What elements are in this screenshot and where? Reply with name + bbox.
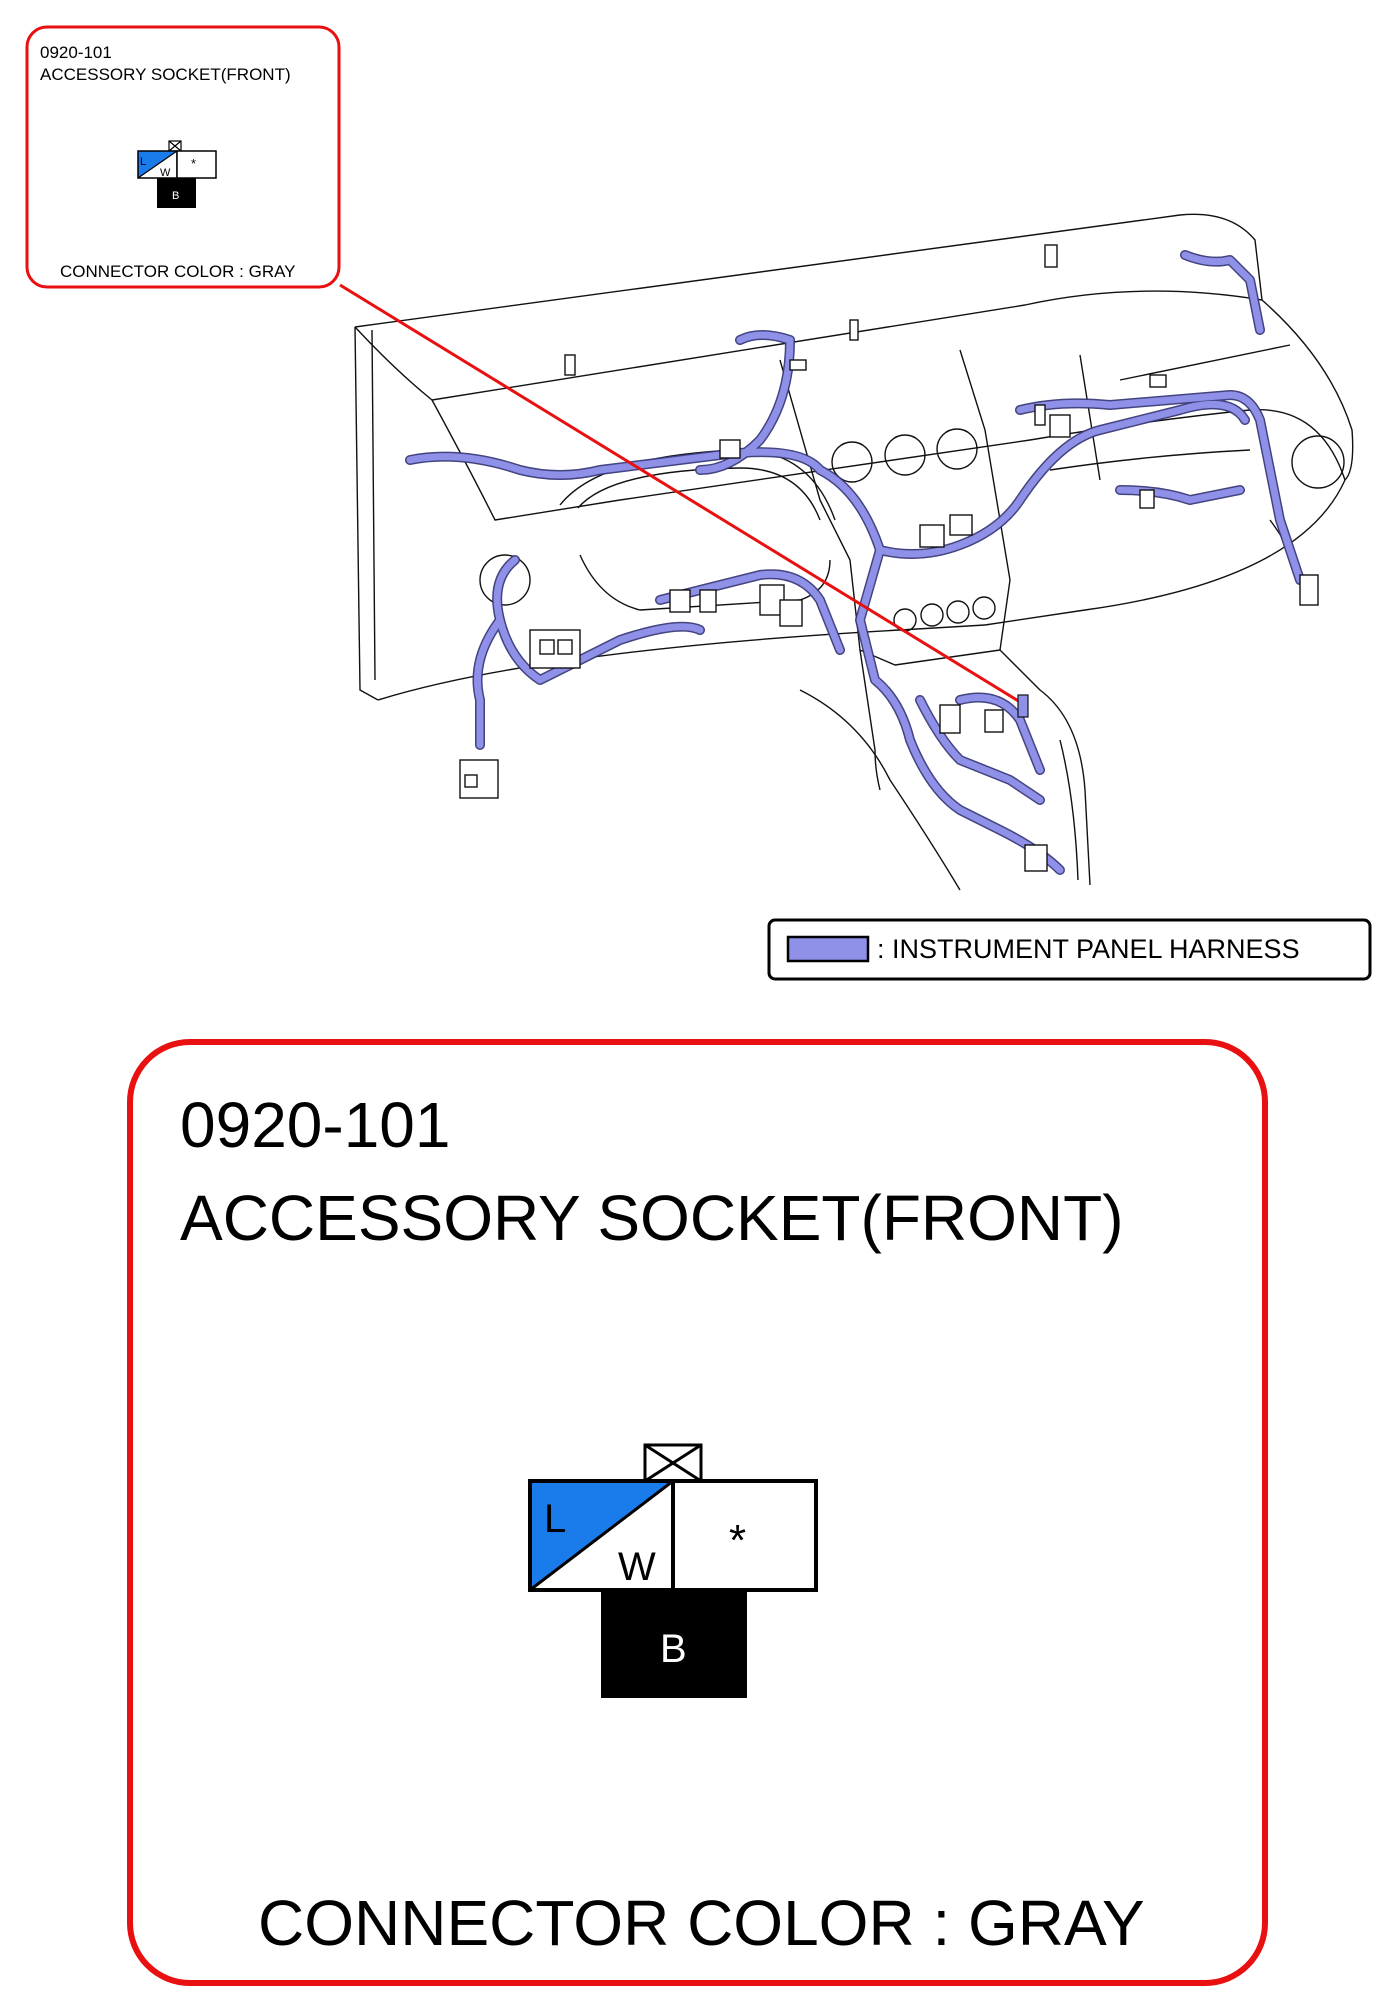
large-callout-name: ACCESSORY SOCKET(FRONT)	[180, 1182, 1124, 1254]
legend-swatch	[786, 935, 870, 963]
small-connector-icon: L W * B	[137, 140, 217, 208]
svg-text:W: W	[160, 167, 171, 179]
instrument-panel-harness-fill	[406, 251, 1304, 874]
dashboard-drawing	[354, 213, 1354, 891]
pin-2-cell	[671, 1479, 818, 1592]
lock-tab-icon	[643, 1443, 703, 1483]
legend: : INSTRUMENT PANEL HARNESS	[767, 918, 1372, 981]
callout-leader-line	[339, 283, 1026, 707]
pin-1-tracer-label: W	[618, 1545, 656, 1589]
legend-border	[767, 918, 1372, 981]
svg-text:B: B	[172, 190, 179, 202]
accessory-socket-location-marker	[1017, 694, 1029, 718]
svg-text:L: L	[140, 156, 146, 168]
connector-face: L W * B	[528, 1443, 818, 1698]
small-callout-code: 0920-101	[40, 43, 112, 62]
large-callout-code: 0920-101	[180, 1089, 450, 1161]
small-callout-border	[25, 25, 341, 289]
pin-2-wire-label: *	[729, 1516, 746, 1565]
pin-3-wire-label: B	[660, 1627, 687, 1671]
large-callout-border	[127, 1039, 1268, 1986]
small-callout-name: ACCESSORY SOCKET(FRONT)	[40, 65, 291, 84]
harness-connectors	[459, 244, 1319, 872]
large-callout-color-label: CONNECTOR COLOR : GRAY	[258, 1887, 1145, 1959]
small-callout: 0920-101 ACCESSORY SOCKET(FRONT) L W * B…	[25, 25, 341, 289]
instrument-panel-harness	[405, 250, 1305, 875]
large-callout: 0920-101 ACCESSORY SOCKET(FRONT) L W * B…	[127, 1039, 1268, 1986]
legend-label: : INSTRUMENT PANEL HARNESS	[877, 934, 1300, 964]
svg-text:*: *	[191, 156, 196, 171]
small-callout-color-label: CONNECTOR COLOR : GRAY	[60, 262, 296, 281]
pin-1-wire-label: L	[544, 1497, 566, 1541]
pin-3-cell	[601, 1590, 747, 1698]
pin-1-divider	[529, 1479, 674, 1592]
